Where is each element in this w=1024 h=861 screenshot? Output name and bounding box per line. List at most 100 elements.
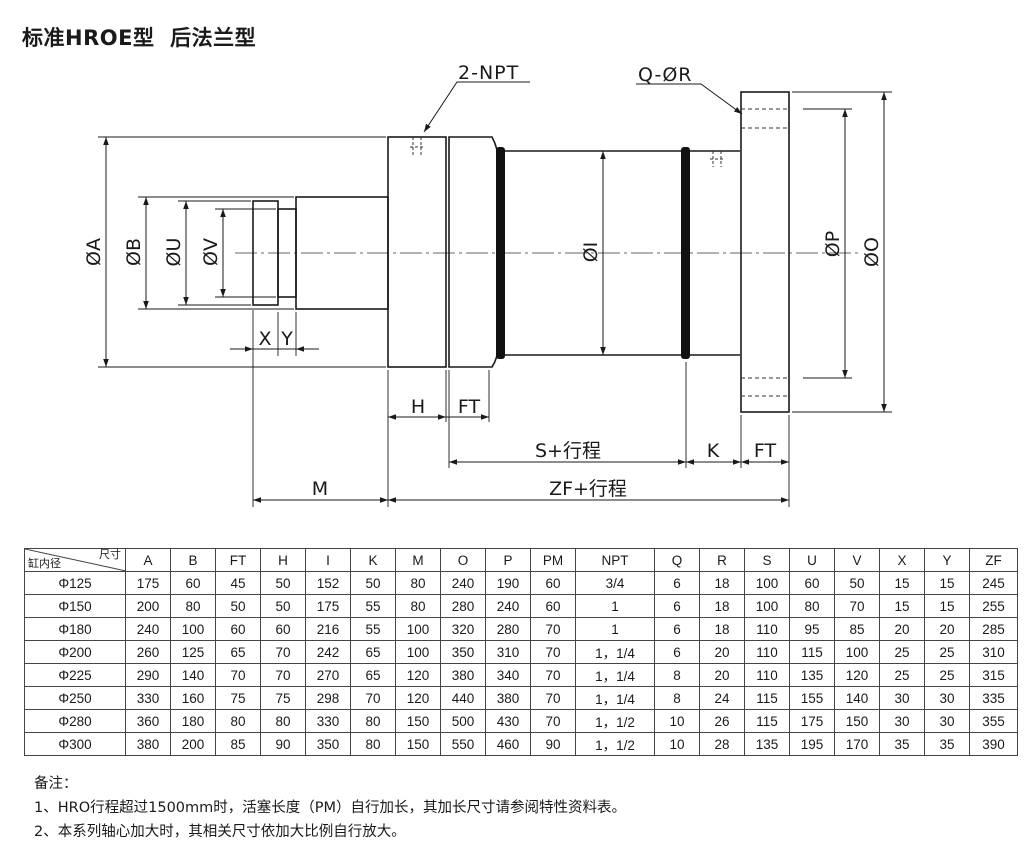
table-cell: 310 (969, 640, 1018, 664)
leaders (423, 81, 743, 133)
table-cell: 180 (170, 709, 216, 733)
table-cell: 1，1/2 (575, 732, 655, 756)
table-cell: 150 (395, 709, 441, 733)
table-cell: 350 (440, 640, 486, 664)
table-cell: 50 (260, 594, 306, 618)
table-cell: 80 (260, 709, 306, 733)
table-cell: 125 (170, 640, 216, 664)
table-cell: 70 (215, 663, 261, 687)
table-cell: 28 (699, 732, 745, 756)
table-cell: 85 (215, 732, 261, 756)
table-cell: 255 (969, 594, 1018, 618)
table-cell: 100 (834, 640, 880, 664)
label-x: X (258, 328, 271, 350)
label-ft-front: FT (458, 396, 481, 418)
table-cell: 500 (440, 709, 486, 733)
table-cell: 340 (485, 663, 531, 687)
table-cell: 120 (834, 663, 880, 687)
table-cell: 35 (924, 732, 970, 756)
label-phi-o: ØO (861, 237, 883, 267)
table-cell: 100 (395, 617, 441, 641)
table-cell: 355 (969, 709, 1018, 733)
table-cell: 8 (654, 686, 700, 710)
table-cell: 25 (879, 640, 925, 664)
table-cell: 175 (305, 594, 351, 618)
table-cell: 70 (260, 663, 306, 687)
table-cell: 80 (395, 571, 441, 595)
table-cell: 430 (485, 709, 531, 733)
table-cell: 25 (924, 663, 970, 687)
table-cell: 285 (969, 617, 1018, 641)
label-h: H (411, 396, 425, 418)
table-cell: 1，1/4 (575, 663, 655, 687)
table-cell: 298 (305, 686, 351, 710)
table-cell: 30 (924, 709, 970, 733)
corner-label-top: 尺寸 (99, 549, 121, 561)
table-cell: 18 (699, 617, 745, 641)
table-cell: 120 (395, 663, 441, 687)
table-cell: 1 (575, 617, 655, 641)
label-zf-stroke: ZF+行程 (549, 478, 627, 500)
table-cell: 10 (654, 732, 700, 756)
table-cell: 290 (125, 663, 171, 687)
table-cell: 135 (744, 732, 790, 756)
label-phi-u: ØU (163, 238, 185, 267)
table-cell: 190 (485, 571, 531, 595)
column-header: A (125, 548, 171, 572)
table-cell: 60 (260, 617, 306, 641)
table-cell: 240 (125, 617, 171, 641)
table-cell: 65 (350, 663, 396, 687)
table-cell: 60 (530, 571, 576, 595)
table-cell: 20 (699, 663, 745, 687)
table-cell: 50 (215, 594, 261, 618)
table-cell: 20 (699, 640, 745, 664)
table-cell: 1 (575, 594, 655, 618)
notes-section: 备注： 1、HRO行程超过1500mm时，活塞长度（PM）自行加长，其加长尺寸请… (34, 772, 626, 844)
column-header: P (485, 548, 531, 572)
column-header: K (350, 548, 396, 572)
rear-flange (740, 91, 790, 413)
table-cell: 50 (260, 571, 306, 595)
table-cell: 200 (125, 594, 171, 618)
table-cell: 6 (654, 617, 700, 641)
table-cell: 140 (834, 686, 880, 710)
table-cell: 360 (125, 709, 171, 733)
table-cell: 80 (350, 709, 396, 733)
table-cell: 80 (789, 594, 835, 618)
table-cell: 216 (305, 617, 351, 641)
table-cell: 115 (789, 640, 835, 664)
label-s-stroke: S+行程 (535, 440, 601, 462)
column-header: R (699, 548, 745, 572)
table-cell: 460 (485, 732, 531, 756)
column-header: NPT (575, 548, 655, 572)
table-cell: 15 (924, 571, 970, 595)
table-cell: 200 (170, 732, 216, 756)
table-cell: 50 (834, 571, 880, 595)
table-cell: 70 (530, 663, 576, 687)
table-cell: 65 (215, 640, 261, 664)
column-header: Q (654, 548, 700, 572)
table-cell: 270 (305, 663, 351, 687)
table-cell: 20 (879, 617, 925, 641)
table-cell: 50 (350, 571, 396, 595)
extension-lines (98, 91, 892, 507)
table-cell: 3/4 (575, 571, 655, 595)
flange-bolt-holes (741, 108, 789, 397)
notes-heading: 备注： (34, 776, 78, 792)
table-cell: 100 (744, 594, 790, 618)
table-cell: 95 (789, 617, 835, 641)
table-cell: 245 (969, 571, 1018, 595)
front-flange (448, 136, 499, 368)
table-cell: 100 (395, 640, 441, 664)
column-header: FT (215, 548, 261, 572)
table-cell: 80 (350, 732, 396, 756)
table-cell: 60 (789, 571, 835, 595)
table-cell: 1，1/4 (575, 640, 655, 664)
bore-diameter-cell: Φ150 (24, 594, 126, 618)
column-header: B (170, 548, 216, 572)
table-cell: 60 (170, 571, 216, 595)
